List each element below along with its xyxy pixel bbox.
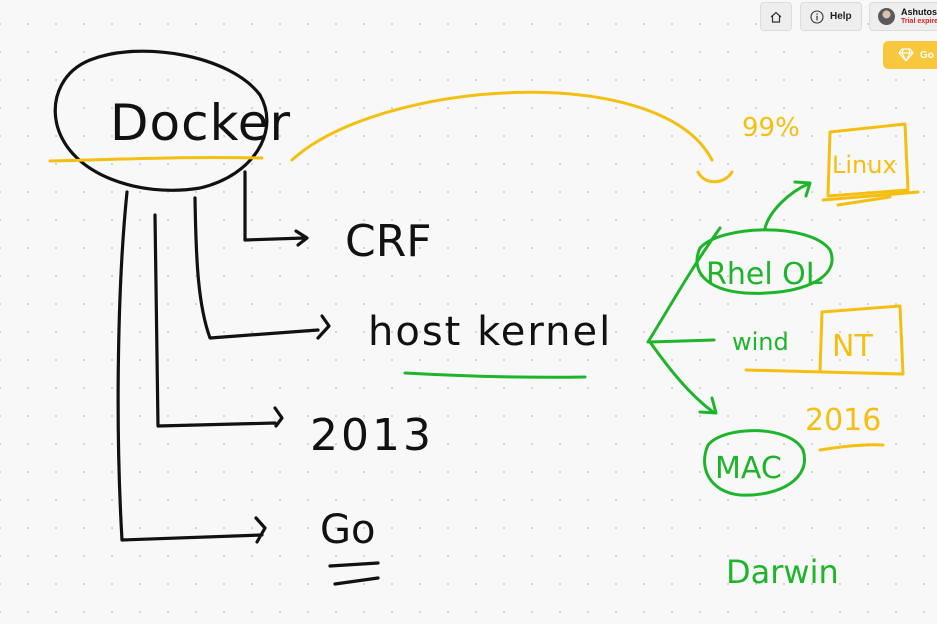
wind-label: wind xyxy=(732,328,789,356)
docker-underline xyxy=(48,155,264,163)
docker-oval xyxy=(53,49,269,192)
nt-year-note: 2016 xyxy=(805,403,881,438)
diamond-icon xyxy=(898,48,914,62)
linux-laptop-sketch xyxy=(821,122,920,207)
rhel-label: Rhel OL xyxy=(706,257,823,292)
branch-line-go xyxy=(116,190,267,544)
help-label: Help xyxy=(830,11,852,22)
info-icon xyxy=(810,9,824,24)
branch-line-kernel xyxy=(193,196,331,340)
trial-status: Trial expired xyxy=(901,17,937,25)
mac-oval xyxy=(703,429,806,497)
kernel-to-mac-line xyxy=(648,340,718,415)
user-name: Ashutosh xyxy=(901,6,937,17)
branch-line-crf xyxy=(243,170,309,247)
upgrade-button[interactable]: Go xyxy=(883,41,937,69)
branch-label-go: Go xyxy=(320,507,375,553)
rhel-to-linux-arrow xyxy=(763,180,812,230)
docker-to-os-arc xyxy=(290,90,734,184)
help-button[interactable]: Help xyxy=(800,2,862,31)
darwin-label: Darwin xyxy=(726,553,839,591)
branch-label-host-kernel: host kernel xyxy=(368,309,612,355)
host-kernel-underline xyxy=(403,371,587,379)
branch-label-2013: 2013 xyxy=(310,410,434,461)
year-underline xyxy=(818,443,885,452)
home-button[interactable] xyxy=(760,2,792,31)
kernel-to-wind-line xyxy=(648,338,716,344)
mac-label: MAC xyxy=(715,451,782,486)
nt-label: NT xyxy=(832,329,873,364)
docker-label: Docker xyxy=(110,94,291,152)
user-account-button[interactable]: Ashutosh Trial expired xyxy=(869,2,937,31)
branch-line-2013 xyxy=(153,213,284,428)
os-percent-note: 99% xyxy=(742,113,800,143)
branch-label-crf: CRF xyxy=(345,216,432,267)
avatar xyxy=(878,8,895,25)
upgrade-label: Go xyxy=(920,49,934,61)
nt-box xyxy=(744,304,905,376)
home-icon xyxy=(770,11,782,23)
linux-label: Linux xyxy=(832,151,897,179)
go-underline xyxy=(328,561,380,586)
rhel-oval xyxy=(695,228,834,295)
